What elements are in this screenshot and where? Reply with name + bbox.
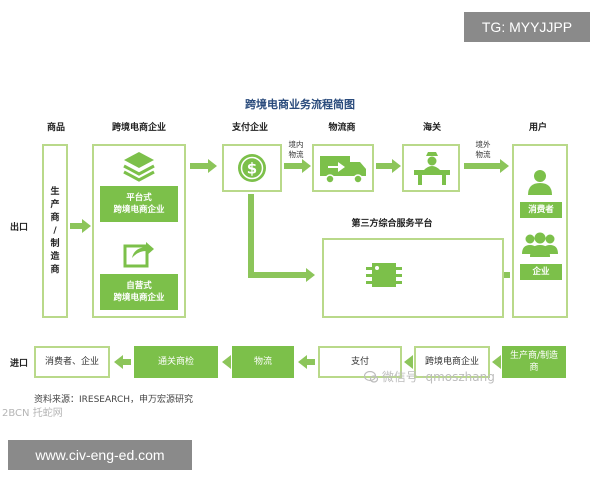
manufacturer-char: 生 [50,187,60,197]
arrow-head [208,159,217,173]
header-logistics: 物流商 [328,123,356,133]
arrow-head-left [404,355,413,369]
platform-label-line1: 平台式 [126,193,152,203]
manufacturer-char: 产 [50,200,60,210]
arrow-logistics-to-customs [376,163,392,169]
chip-icon [364,256,404,294]
flow-in-line1: 境内 [288,140,304,149]
header-users: 用户 [528,123,547,133]
arrow-customs-to-users [464,163,500,169]
import-label: 进口 [10,359,29,369]
wechat-icon [363,370,379,383]
self-label-line1: 自营式 [126,281,152,291]
header-goods: 商品 [46,123,65,133]
arrow-import [307,359,315,365]
export-label: 出口 [10,223,29,233]
third-party-title: 第三方综合服务平台 [351,219,433,229]
import-step-consumer-enterprise: 消费者、企业 [34,346,110,378]
flow-out-label: 境外 物流 [470,140,496,160]
arrow-head [302,159,311,173]
url-banner: www.civ-eng-ed.com [8,440,192,470]
import-step-inspection: 通关商检 [134,346,218,378]
manufacturer-char: 商 [50,213,60,223]
manufacturer-box: 生 产 商 / 制 造 商 [42,144,68,318]
manufacturer-char: / [53,226,57,236]
svg-text:$: $ [247,160,257,178]
platform-cbec-block: 平台式 跨境电商企业 [100,186,178,222]
share-icon [122,238,156,270]
self-label-line2: 跨境电商企业 [113,293,165,303]
source-note: 资料来源：IRESEARCH，申万宏源研究 [34,395,194,405]
arrow-platform-to-users [504,272,510,278]
arrow-head [306,268,315,282]
import-step-manufacturer: 生产商/制造商 [502,346,566,378]
watermark-left: 2BCN 托蛇网 [2,408,63,419]
manufacturer-char: 商 [50,265,60,275]
arrow-payment-to-logistics [284,163,302,169]
arrow-head-left [298,355,307,369]
import-step-payment: 支付 [318,346,402,378]
manufacturer-char: 造 [50,252,60,262]
diagram-title: 跨境电商业务流程简图 [245,98,355,111]
watermark-right-text: 微信号 ·qmoszhang [381,370,495,384]
arrow-head [392,159,401,173]
tg-tag: TG: MYYJJPP [464,12,590,42]
truck-icon [318,150,368,186]
third-party-box [322,238,504,318]
dollar-icon: $ [236,152,268,184]
arrow-cbec-to-payment [190,163,208,169]
import-step-cbec: 跨境电商企业 [414,346,490,378]
arrow-head-left [222,355,231,369]
arrow-head-left [114,355,123,369]
arrow-goods-to-cbec [70,223,82,229]
enterprise-label: 企业 [520,264,562,280]
header-customs: 海关 [422,123,441,133]
group-icon [522,230,558,258]
flow-in-label: 境内 物流 [285,140,307,160]
flow-in-line2: 物流 [288,150,304,159]
header-cbec: 跨境电商企业 [111,123,166,133]
manufacturer-char: 制 [50,239,60,249]
consumer-label: 消费者 [520,202,562,218]
self-cbec-block: 自营式 跨境电商企业 [100,274,178,310]
layers-icon [122,150,156,182]
import-step-logistics: 物流 [232,346,294,378]
connector-vertical [248,194,254,278]
platform-label-line2: 跨境电商企业 [113,205,165,215]
customs-officer-icon [412,150,452,186]
header-payment: 支付企业 [231,123,268,133]
payment-box [222,144,282,192]
flow-out-line1: 境外 [475,140,491,149]
arrow-import [123,359,131,365]
flow-out-line2: 物流 [475,150,491,159]
arrow-payment-to-platform [248,272,306,278]
person-icon [526,168,554,196]
arrow-head [500,159,509,173]
arrow-head-left [492,355,501,369]
arrow-head [82,219,91,233]
watermark-right: 微信号 ·qmoszhang [363,368,495,385]
